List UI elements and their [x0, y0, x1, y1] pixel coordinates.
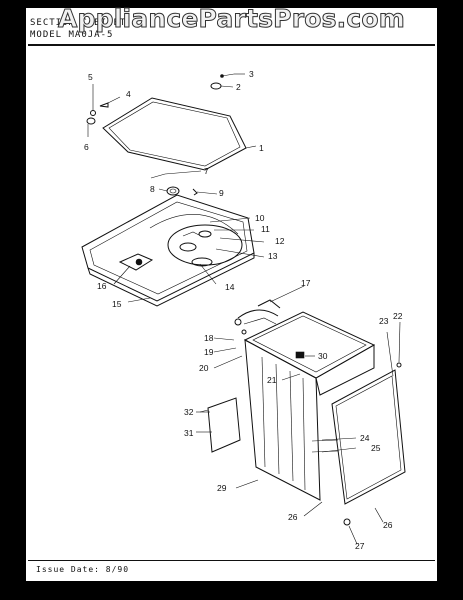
callout-17: 17 [301, 278, 311, 288]
callout-29: 29 [217, 483, 227, 493]
footer-rule [28, 560, 435, 561]
callout-31: 31 [184, 428, 194, 438]
callout-12: 12 [275, 236, 285, 246]
callout-32: 32 [184, 407, 194, 417]
section-title: SECTION CABINET [30, 18, 127, 28]
callout-3: 3 [249, 69, 254, 79]
callout-10: 10 [255, 213, 265, 223]
callout-30: 30 [318, 351, 328, 361]
callout-11: 11 [261, 224, 270, 234]
callout-26-right: 26 [383, 520, 393, 530]
access-panel-part [199, 397, 241, 453]
callout-9: 9 [219, 188, 224, 198]
callout-21: 21 [267, 375, 277, 385]
leader-lines [87, 73, 401, 545]
callout-24: 24 [360, 433, 370, 443]
callout-19: 19 [204, 347, 214, 357]
callout-15: 15 [112, 299, 122, 309]
callout-2: 2 [236, 82, 241, 92]
callout-7: 7 [204, 166, 209, 176]
callout-16: 16 [97, 281, 107, 291]
callout-14: 14 [225, 282, 235, 292]
callout-5: 5 [88, 72, 93, 82]
callout-8: 8 [150, 184, 155, 194]
callout-13: 13 [268, 251, 278, 261]
parts-sheet: SECTION CABINET MODEL MA0JA-5 Issue Date… [26, 8, 437, 581]
callout-1: 1 [259, 143, 264, 153]
lid-part [102, 97, 247, 171]
callout-22: 22 [393, 311, 403, 321]
issue-date: Issue Date: 8/90 [36, 565, 130, 574]
callout-labels: 1 2 3 4 5 6 7 8 9 10 11 12 13 14 15 16 1… [84, 69, 403, 551]
callout-25: 25 [371, 443, 381, 453]
header-rule [28, 44, 435, 46]
callout-26-left: 26 [288, 512, 298, 522]
callout-23: 23 [379, 316, 389, 326]
top-cover-part [81, 194, 255, 307]
rear-panel-part [331, 362, 406, 526]
callout-4: 4 [126, 89, 131, 99]
callout-6: 6 [84, 142, 89, 152]
model-number: MODEL MA0JA-5 [30, 30, 114, 40]
callout-27: 27 [355, 541, 365, 551]
callout-18: 18 [204, 333, 214, 343]
callout-20: 20 [199, 363, 209, 373]
site-watermark: AppliancePartsPros.com [57, 4, 406, 34]
cabinet-part [234, 299, 376, 501]
